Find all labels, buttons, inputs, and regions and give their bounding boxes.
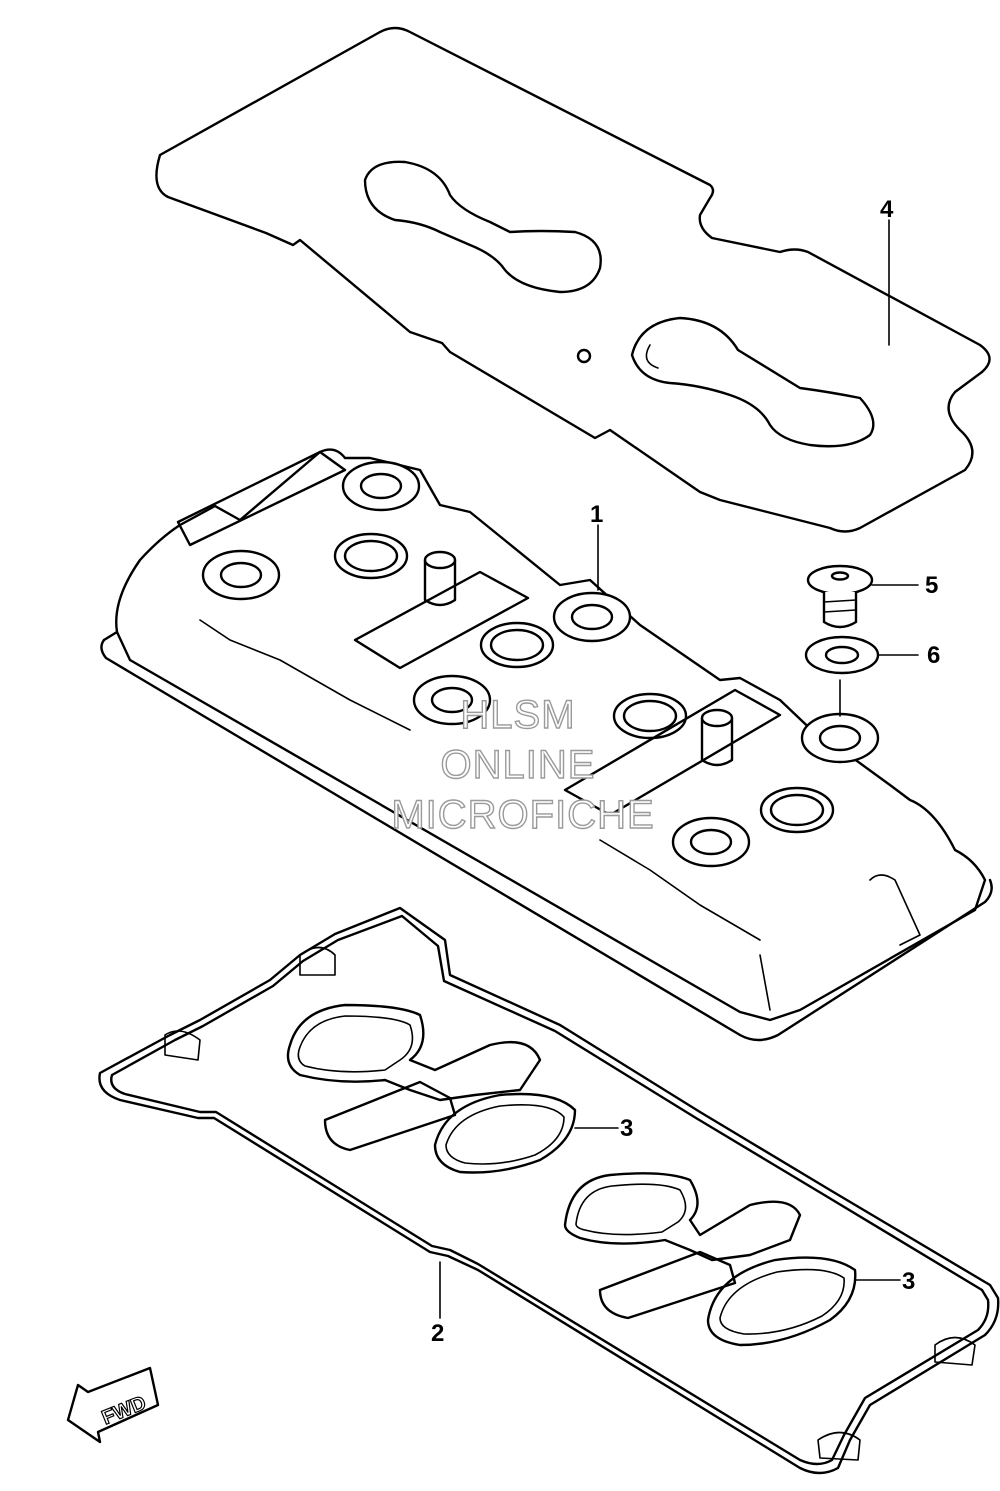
callout-6: 6: [927, 642, 940, 669]
watermark: HLSM ONLINE MICROFICHE: [391, 692, 655, 837]
watermark-line-2: ONLINE: [441, 743, 596, 787]
part-2-head-cover-gasket: [98, 906, 1000, 1475]
callout-4: 4: [880, 196, 894, 223]
part-6-washer: [804, 635, 919, 675]
part-5-bolt: [806, 564, 919, 629]
callout-3a: 3: [620, 1115, 633, 1142]
fwd-direction-arrow: FWD: [66, 1366, 160, 1444]
watermark-line-3: MICROFICHE: [391, 793, 654, 837]
part-4-cover-insulator: [155, 26, 991, 533]
callout-5: 5: [925, 572, 938, 599]
callout-3b: 3: [902, 1268, 915, 1295]
callout-2: 2: [431, 1320, 444, 1347]
callout-1: 1: [590, 501, 603, 528]
watermark-line-1: HLSM: [460, 693, 575, 737]
part-1-cylinder-head-cover: [100, 448, 993, 1042]
